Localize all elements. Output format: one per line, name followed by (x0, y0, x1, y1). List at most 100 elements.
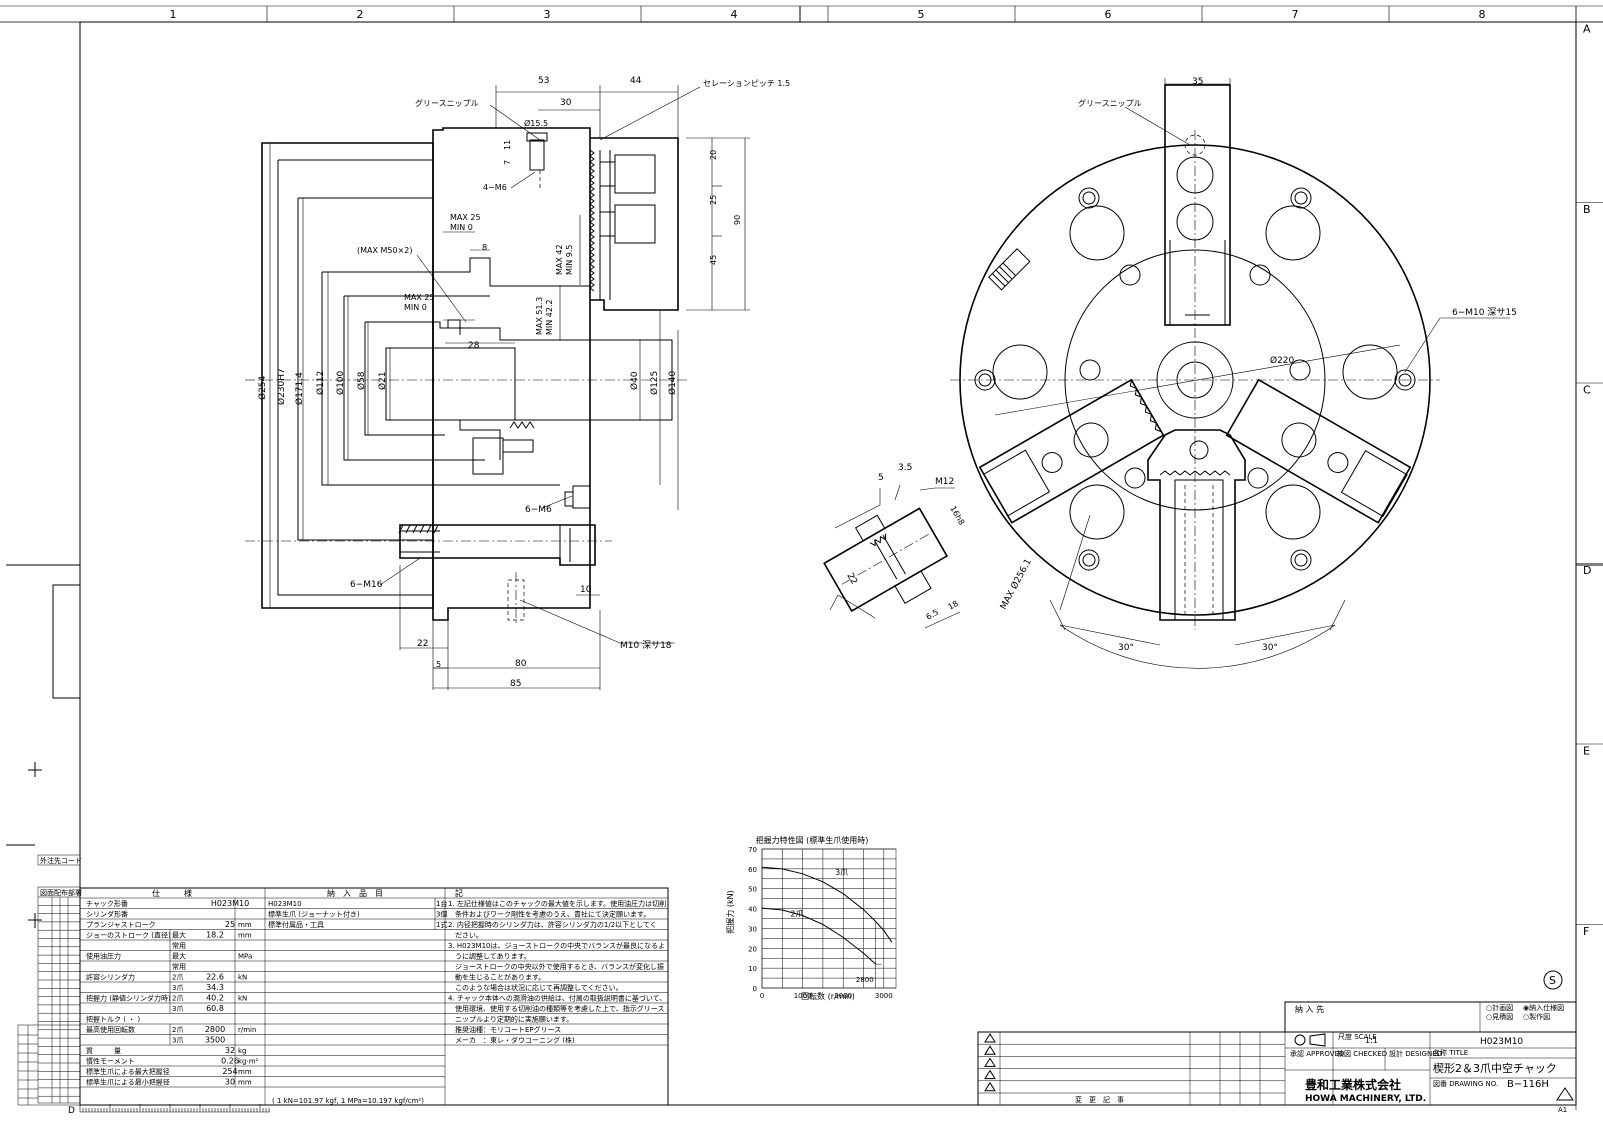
model-number: H023M10 (1480, 1037, 1523, 1047)
dim-80: 80 (515, 659, 527, 669)
spec-row-label: 標準生爪による最大把握径 (86, 1067, 170, 1076)
spec-row-label: チャック形番 (86, 900, 128, 908)
sheet-size: A1 (1558, 1106, 1567, 1114)
col-label-8: 8 (1479, 8, 1486, 21)
spec-row-label: 把握トルク ( ・ ) (86, 1015, 140, 1024)
spec-row-label: 最高使用回転数 (86, 1025, 135, 1034)
item-name: H023M10 (268, 900, 302, 908)
detail-dim-6-5: 6.5 (925, 608, 941, 622)
spec-row-value: 3500 (205, 1036, 225, 1045)
title-label: 名称 TITLE (1433, 1048, 1468, 1057)
dim-max25-b: MAX 25 (404, 293, 435, 302)
col-label-5: 5 (918, 8, 925, 21)
col-label-4: 4 (731, 8, 738, 21)
scale-value: 1:1 (1365, 1036, 1378, 1045)
dim-d40: Ø40 (629, 371, 640, 390)
serration-pitch-label: セレーションピッチ 1.5 (703, 79, 790, 88)
dim-6-m16: 6−M16 (350, 580, 383, 590)
chart-ytick: 70 (748, 846, 757, 854)
revision-mark (984, 1033, 996, 1043)
dim-d254: Ø254 (257, 375, 268, 400)
dim-8: 8 (482, 243, 487, 252)
spec-row-sub: 常用 (172, 962, 186, 971)
spec-note: 1. 左記仕様値はこのチャックの最大値を示します。使用油圧力は切削 (448, 899, 666, 908)
spec-row-unit: kN (238, 995, 247, 1003)
company-name-jp: 豊和工業株式会社 (1305, 1077, 1401, 1092)
revision-mark (984, 1057, 996, 1067)
chart-ytick: 50 (748, 886, 757, 894)
dim-90: 90 (733, 215, 742, 225)
spec-row-label: 質 量 (86, 1046, 121, 1055)
dim-11: 11 (503, 140, 512, 150)
chart-title: 把握力特性図 (標準生爪使用時) (756, 835, 869, 845)
dim-6-m6: 6−M6 (525, 505, 552, 515)
spec-note: ジョーストロークの中央以外で使用するとき、バランスが変化し振 (448, 962, 664, 971)
dim-20: 20 (709, 150, 718, 160)
dim-25: 25 (709, 195, 718, 205)
dim-10: 10 (580, 585, 592, 595)
check-estimate: ○見積図 (1486, 1012, 1513, 1021)
angle-30-left: 30° (1118, 643, 1134, 653)
revision-mark (984, 1081, 996, 1092)
dim-d15-5: Ø15.5 (524, 118, 548, 128)
chart-ytick: 30 (748, 925, 757, 933)
grip-force-chart: 把握力特性図 (標準生爪使用時) 回転数 (r/min) 把握力 (kN) 01… (725, 835, 897, 1001)
spec-row-value: 18.2 (206, 931, 224, 940)
dim-max42: MAX 42 (555, 244, 564, 275)
chart-series-line (761, 907, 877, 965)
item-name: 標準生爪 (ジョーナット付き) (268, 910, 360, 919)
spec-note: うに調整してあります。 (448, 952, 531, 961)
spec-note: ださい。 (448, 932, 483, 940)
detail-dim-22: 22 (844, 572, 858, 587)
dim-5: 5 (436, 660, 441, 669)
col-label-2: 2 (357, 8, 364, 21)
item-qty: 3個 (436, 910, 447, 919)
spec-row-value: 25 (225, 920, 235, 929)
destination-label: 納 入 先 (1295, 1004, 1324, 1014)
dim-22: 22 (417, 639, 428, 649)
jaw-left (978, 378, 1165, 524)
spec-row-unit: kN (238, 974, 247, 982)
dim-min0-a: MIN 0 (450, 223, 473, 232)
spec-row-label: 許容シリンダ力 (86, 973, 135, 982)
spec-row-sub: 2爪 (172, 974, 183, 982)
grease-nipple-label: グリースニップル (415, 98, 479, 108)
notes-header: 記 (455, 888, 463, 898)
dim-4-m6: 4−M6 (483, 183, 507, 192)
row-label-A: A (1583, 22, 1591, 35)
spec-row-sub: 常用 (172, 941, 186, 950)
grease-nipple-left (988, 248, 1031, 291)
spec-row-label: 慣性モーメント (86, 1057, 135, 1066)
front-view: 35 グリースニップル 6−M10 深サ15 Ø220 MAX Ø256.1 3… (950, 77, 1517, 669)
dim-d100: Ø100 (335, 370, 346, 395)
revision-header: 変 更 記 事 (1075, 1095, 1124, 1104)
spec-row-unit: kg (238, 1047, 247, 1055)
dim-7: 7 (503, 160, 512, 165)
chart-xlabel: 回転数 (r/min) (801, 991, 855, 1001)
col-label-7: 7 (1292, 8, 1299, 21)
dim-d58: Ø58 (356, 371, 367, 390)
spec-note: 条件およびワーク剛性を考慮のうえ、貴社にて決定願います。 (448, 910, 650, 919)
jaw-right (1225, 378, 1412, 524)
spec-row-sub: 最大 (172, 952, 186, 961)
dim-d125: Ø125 (649, 371, 660, 395)
angle-30-right: 30° (1262, 643, 1278, 653)
dim-min0-b: MIN 0 (404, 303, 427, 312)
detail-dim-18: 18 (947, 599, 960, 612)
spec-note: 4. チャック本体への潤滑油の供給は、付属の取扱説明書に基づいて、 (448, 994, 666, 1003)
chart-ytick: 60 (748, 866, 757, 874)
dim-d171-4: Ø171.4 (294, 372, 305, 405)
chart-xtick: 3000 (875, 992, 893, 1000)
title-block: 納 入 先 ○計画図 ◉納入仕様図 ○見積図 ○製作図 S 尺度 SCALE 1… (977, 970, 1577, 1114)
spec-row-unit: MPa (238, 953, 252, 961)
jaw-bottom (1147, 429, 1246, 621)
drawing-title: 楔形2＆3爪中空チャック (1433, 1061, 1557, 1075)
spec-row-sub: 2爪 (172, 1026, 183, 1034)
vendor-code-label: 外注先コード (40, 856, 82, 865)
dim-min42-2: MIN 42.2 (545, 299, 554, 335)
dim-d112: Ø112 (315, 371, 326, 395)
distribution-table: 外注先コード 図面配布部署 (17, 854, 82, 1106)
ruler-label: D (68, 1106, 75, 1116)
